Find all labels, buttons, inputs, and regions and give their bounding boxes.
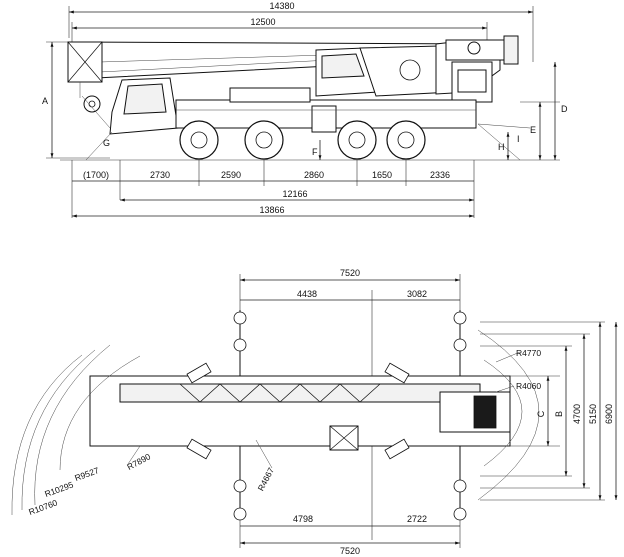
- dim-axle-spacing: (1700) 2730 2590 2860 1650 2336: [71, 160, 475, 218]
- turning-radius-arcs: [11, 329, 540, 516]
- label-i: I: [517, 134, 520, 144]
- label-d: D: [561, 104, 568, 114]
- label-7520-top: 7520: [340, 268, 360, 278]
- label-e: E: [530, 125, 536, 135]
- label-r4667: R4667: [256, 466, 277, 493]
- label-a: A: [42, 96, 48, 106]
- label-b: B: [554, 411, 564, 417]
- top-view: 7520 4438 3082: [11, 268, 618, 556]
- dim-height-d-e: D E: [520, 62, 568, 160]
- label-c: C: [536, 410, 546, 417]
- dim-height-a: A: [42, 41, 110, 159]
- label-14380: 14380: [269, 1, 294, 11]
- wheels: [179, 120, 426, 160]
- label-2722: 2722: [407, 514, 427, 524]
- label-5150: 5150: [588, 404, 598, 424]
- axle-spacing-5: 1650: [372, 170, 392, 180]
- carrier-top-view: [89, 375, 511, 451]
- label-r4770: R4770: [516, 348, 541, 358]
- side-view: 14380 12500 A: [42, 1, 568, 218]
- dim-widths-right: C B 4700 5150 6900: [480, 321, 618, 501]
- dim-outrigger-span-bottom: 7520: [240, 541, 460, 556]
- label-6900: 6900: [604, 404, 614, 424]
- label-4798: 4798: [293, 514, 313, 524]
- axle-spacing-3: 2590: [221, 170, 241, 180]
- axle-spacing-6: 2336: [430, 170, 450, 180]
- label-g: G: [103, 138, 110, 148]
- label-4700: 4700: [572, 404, 582, 424]
- label-12500: 12500: [250, 17, 275, 27]
- axle-spacing-1: (1700): [83, 170, 109, 180]
- label-f: F: [312, 147, 318, 157]
- label-12166: 12166: [282, 189, 307, 199]
- label-r10295: R10295: [43, 479, 75, 499]
- dim-outrigger-span-top: 7520: [239, 268, 461, 310]
- label-r4060: R4060: [516, 381, 541, 391]
- hook-block: [67, 41, 111, 129]
- dim-boom-length: 12500: [71, 17, 488, 44]
- ground-and-angles: G F H I: [60, 123, 560, 161]
- counterweight: [445, 35, 519, 103]
- dim-overall-length-bottom: 13866: [72, 205, 474, 218]
- label-3082: 3082: [407, 289, 427, 299]
- dim-overall-length-top: 14380: [68, 1, 534, 62]
- label-r7890: R7890: [125, 451, 152, 472]
- label-7520-bottom: 7520: [340, 546, 360, 556]
- carrier-chassis: [109, 77, 477, 135]
- label-r9527: R9527: [73, 465, 100, 483]
- label-r10760: R10760: [27, 497, 59, 517]
- label-13866: 13866: [259, 205, 284, 215]
- axle-spacing-2: 2730: [150, 170, 170, 180]
- dim-wheelbase-total: 12166: [120, 189, 474, 202]
- top-view-wheels: [186, 362, 410, 460]
- axle-spacing-4: 2860: [304, 170, 324, 180]
- label-4438: 4438: [297, 289, 317, 299]
- label-h: H: [498, 142, 505, 152]
